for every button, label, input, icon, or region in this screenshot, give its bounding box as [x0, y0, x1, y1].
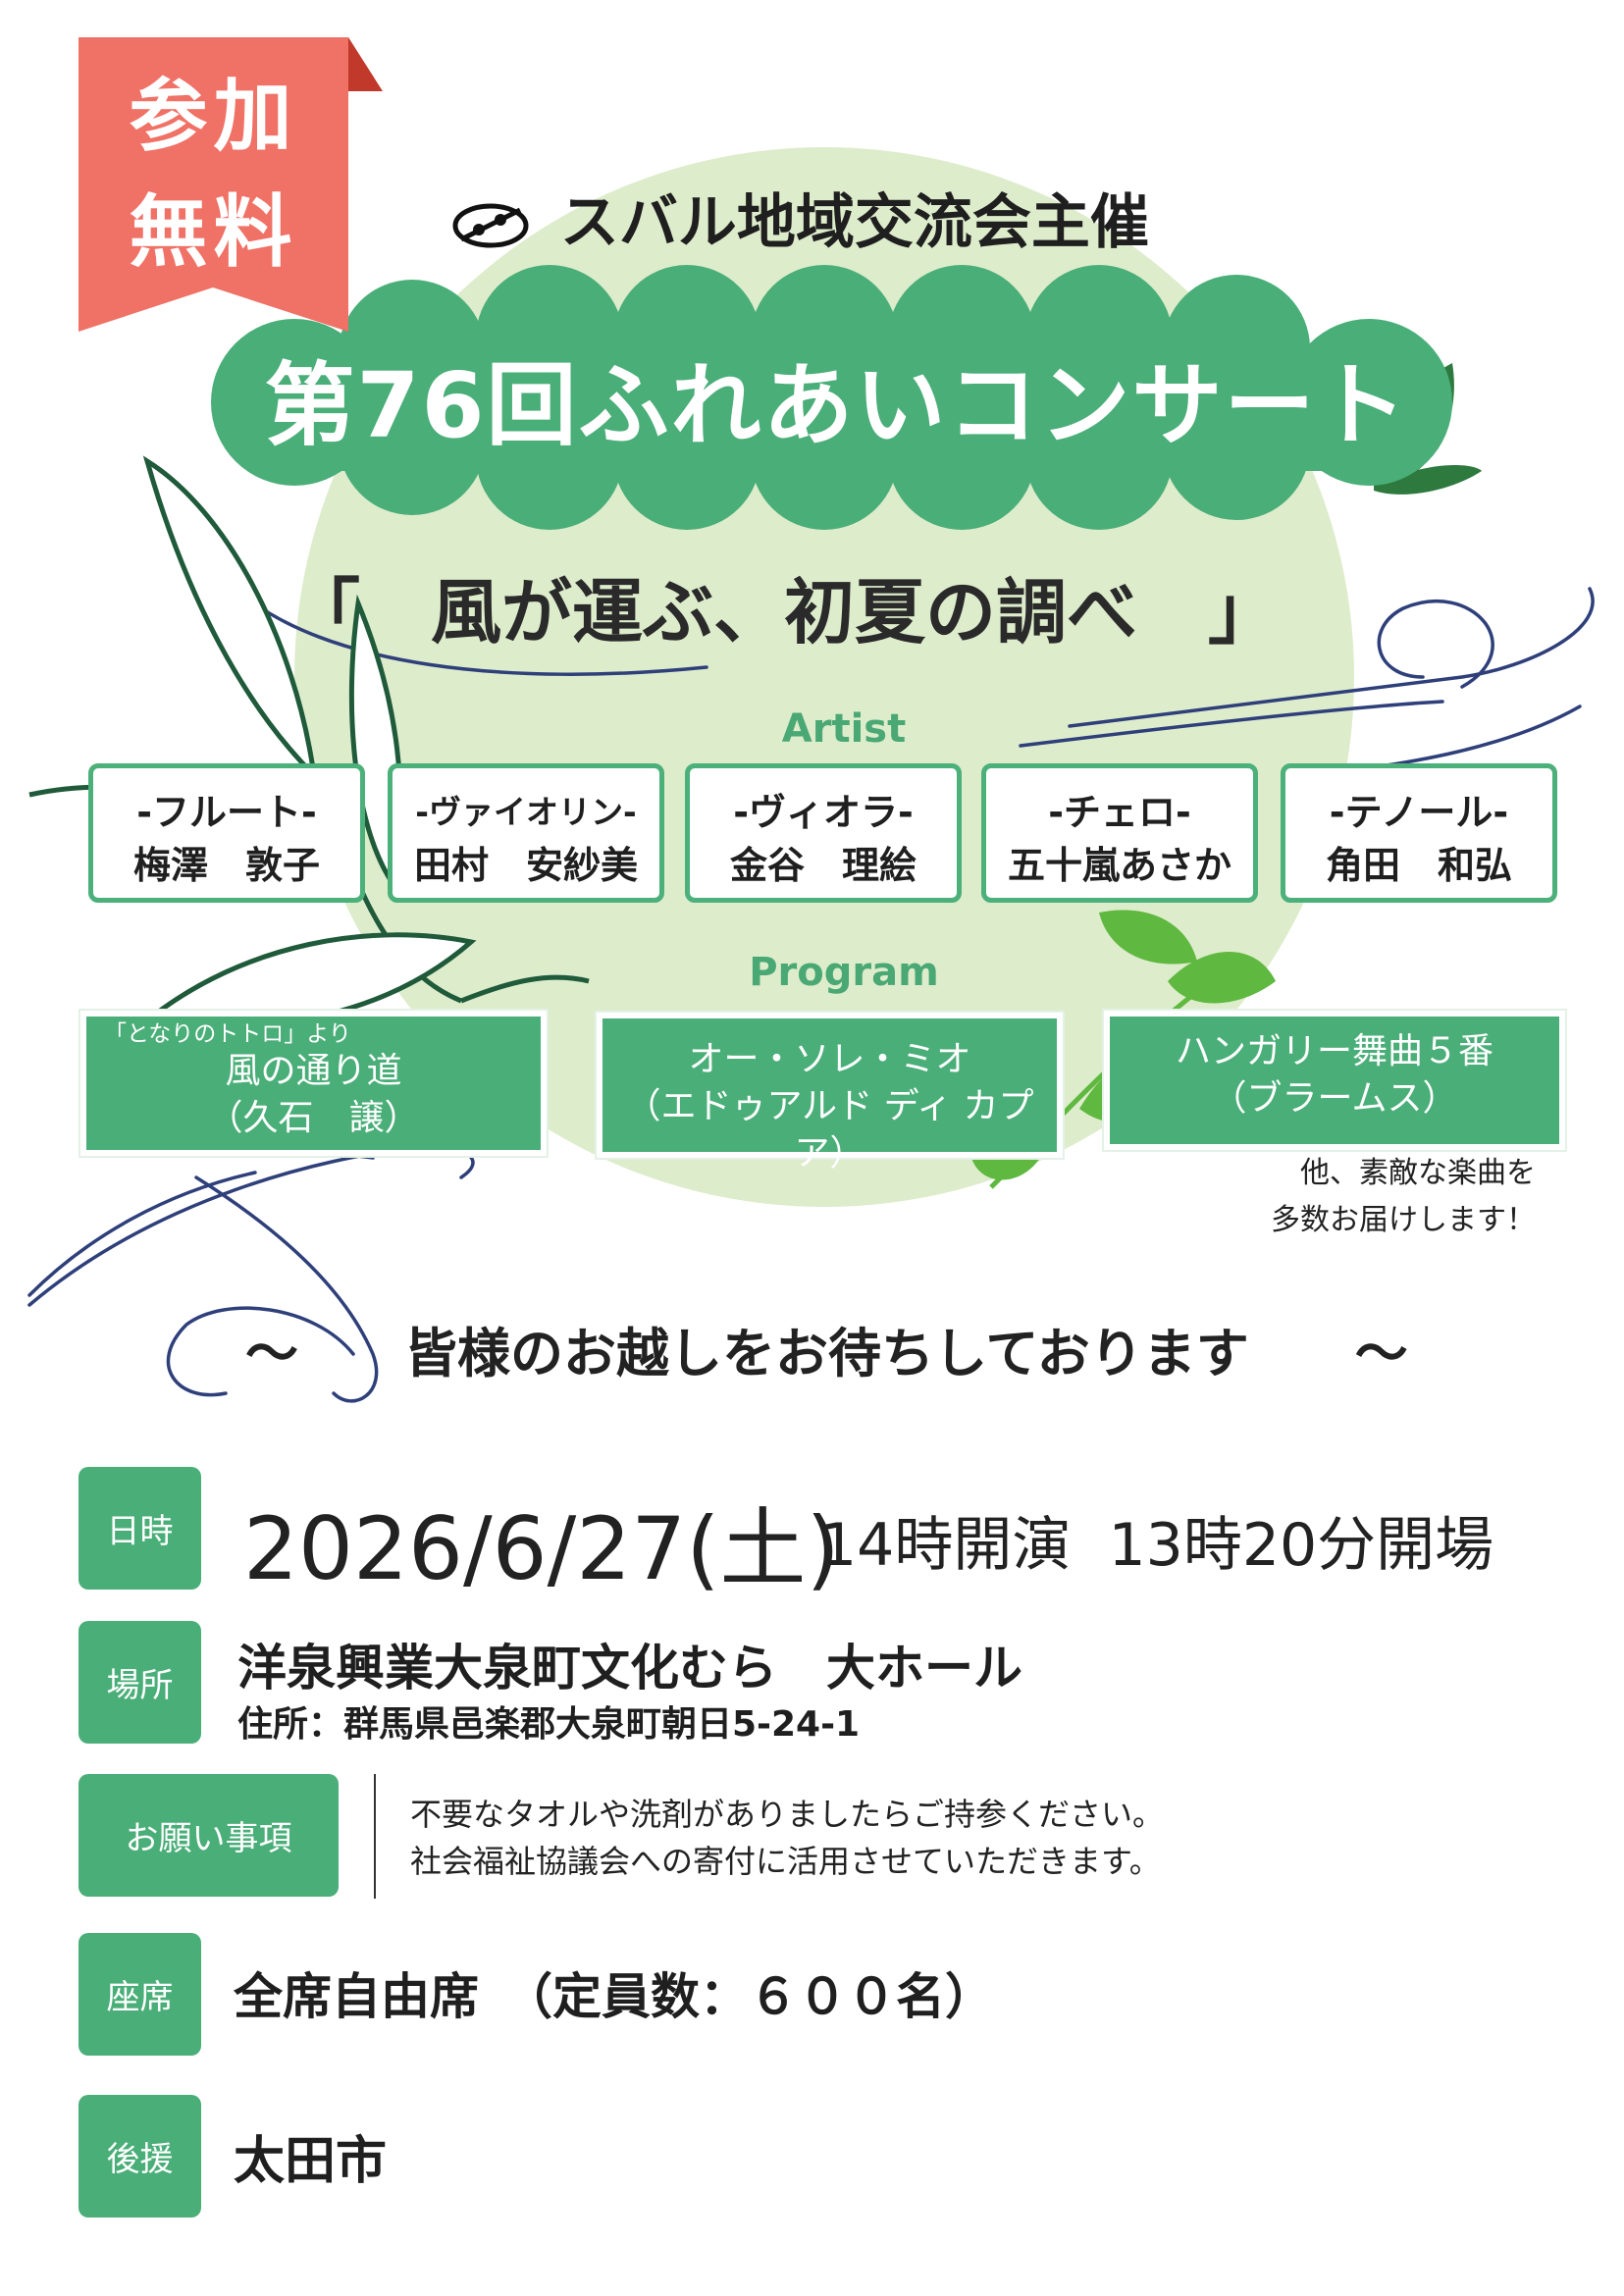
sponsor-name: 太田市: [234, 2132, 388, 2191]
program-title: ハンガリー舞曲５番: [1175, 1031, 1493, 1071]
artist-name: 田村 安紗美: [413, 844, 638, 887]
artist-name: 角田 和弘: [1325, 844, 1512, 887]
free-entry-badge: 参加 無料: [79, 37, 383, 332]
artist-name: 金谷 理絵: [729, 844, 917, 887]
artist-instrument: -ヴィオラ-: [733, 791, 914, 834]
program-composer: （エドゥアルド ディ カプア）: [625, 1086, 1034, 1174]
request-line1: 不要なタオルや洗剤がありましたらご持参ください。: [410, 1796, 1165, 1833]
program-note: 他、素敵な楽曲を 多数お届けします！: [1271, 1150, 1536, 1244]
event-time: 14時開演 13時20分開場: [819, 1511, 1494, 1580]
subaru-logo-icon: [452, 203, 529, 248]
program-composer: （ブラームス）: [1211, 1078, 1458, 1119]
request-label: お願い事項: [79, 1774, 339, 1897]
program-note-line2: 多数お届けします！: [1271, 1203, 1536, 1237]
program-prefix: 「となりのトトロ」より: [104, 1021, 351, 1047]
organizer-text: スバル地域交流会主催: [559, 188, 1149, 257]
artist-card-violin: -ヴァイオリン- 田村 安紗美: [388, 763, 664, 903]
artist-instrument: -ヴァイオリン-: [415, 793, 637, 831]
artist-name: 梅澤 敦子: [132, 844, 320, 887]
title-cloud: [211, 265, 1452, 530]
artist-instrument: -フルート-: [136, 791, 317, 834]
concert-subtitle: 「 風が運ぶ、初夏の調べ 」: [289, 571, 1280, 653]
seat-label: 座席: [79, 1933, 201, 2056]
concert-title: 第76回ふれあいコンサート: [264, 352, 1409, 458]
event-date: 2026/6/27(土): [243, 1498, 840, 1599]
seat-info: 全席自由席 （定員数：６００名）: [234, 1968, 994, 2025]
program-title: オー・ソレ・ミオ: [688, 1039, 971, 1079]
artist-instrument: -テノール-: [1329, 791, 1509, 834]
free-badge-line1: 参加: [129, 71, 298, 162]
venue-name: 洋泉興業大泉町文化むら 大ホール: [237, 1640, 1022, 1696]
organizer: スバル地域交流会主催: [451, 175, 1149, 260]
place-label: 場所: [79, 1621, 201, 1744]
artist-card-flute: -フルート- 梅澤 敦子: [88, 763, 365, 903]
free-badge-line2: 無料: [129, 186, 298, 278]
program-card-1: 「となりのトトロ」より 風の通り道 （久石 譲）: [80, 1011, 547, 1156]
program-card-3: ハンガリー舞曲５番 （ブラームス）: [1104, 1011, 1565, 1150]
artist-card-tenor: -テノール- 角田 和弘: [1281, 763, 1557, 903]
welcome-message: ～ 皆様のお越しをお待ちしております ～: [245, 1323, 1408, 1384]
venue-address: 住所：群馬県邑楽郡大泉町朝日5-24-1: [237, 1704, 861, 1745]
program-composer: （久石 譲）: [207, 1098, 420, 1138]
sponsor-label: 後援: [79, 2095, 201, 2218]
artist-heading: Artist: [781, 706, 907, 752]
request-line2: 社会福祉協議会への寄付に活用させていただきます。: [410, 1843, 1161, 1880]
program-title: 風の通り道: [225, 1051, 402, 1091]
artist-card-cello: -チェロ- 五十嵐あさか: [981, 763, 1258, 903]
program-card-2: オー・ソレ・ミオ （エドゥアルド ディ カプア）: [597, 1013, 1063, 1174]
program-heading: Program: [749, 950, 939, 995]
leaf-stem-right: [989, 959, 1238, 1189]
program-note-line1: 他、素敵な楽曲を: [1300, 1156, 1536, 1190]
artist-name: 五十嵐あさか: [1007, 844, 1231, 887]
date-label: 日時: [79, 1467, 201, 1590]
request-text: 不要なタオルや洗剤がありましたらご持参ください。 社会福祉協議会への寄付に活用さ…: [410, 1791, 1164, 1885]
artist-instrument: -チェロ-: [1048, 791, 1191, 834]
artist-card-viola: -ヴィオラ- 金谷 理絵: [685, 763, 962, 903]
